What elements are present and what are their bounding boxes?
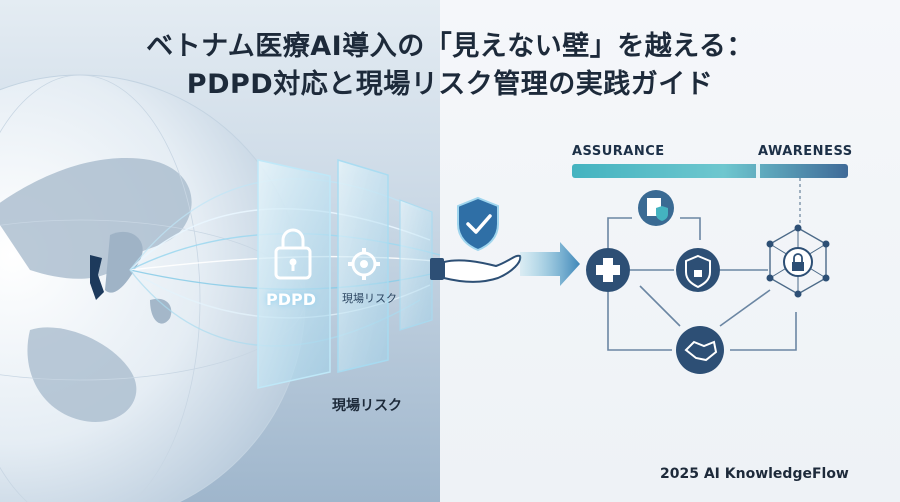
awareness-label: AWARENESS xyxy=(758,144,853,159)
assurance-awareness-bar xyxy=(572,164,848,225)
glass-panel-small xyxy=(399,199,433,331)
handshake-icon xyxy=(676,326,724,374)
medical-cross-icon xyxy=(586,248,630,292)
globe-icon xyxy=(0,74,306,502)
lock-icon xyxy=(274,228,312,280)
title-line-2: PDPD対応と現場リスク管理の実践ガイド xyxy=(186,69,714,100)
assurance-label: ASSURANCE xyxy=(572,144,665,159)
page-title: ベトナム医療AI導入の「見えない壁」を越える： PDPD対応と現場リスク管理の実… xyxy=(0,28,900,104)
title-line-1: ベトナム医療AI導入の「見えない壁」を越える： xyxy=(146,31,754,62)
workflow-diagram xyxy=(607,217,797,351)
network-lock-icon xyxy=(766,224,830,298)
footer-credit: 2025 AI KnowledgeFlow xyxy=(660,466,849,482)
circuit-shield-icon xyxy=(676,248,720,292)
document-shield-icon xyxy=(638,190,674,226)
right-background xyxy=(440,0,900,502)
risk-panel xyxy=(337,158,389,373)
arrow-icon xyxy=(520,242,580,286)
pdpd-label: PDPD xyxy=(266,290,317,309)
risk-panel-label: 現場リスク xyxy=(342,292,397,305)
pdpd-panel xyxy=(257,159,331,389)
risk-caption: 現場リスク xyxy=(332,398,402,414)
shield-check-icon xyxy=(457,196,499,252)
hand-icon xyxy=(430,254,522,283)
gear-icon xyxy=(348,248,380,280)
